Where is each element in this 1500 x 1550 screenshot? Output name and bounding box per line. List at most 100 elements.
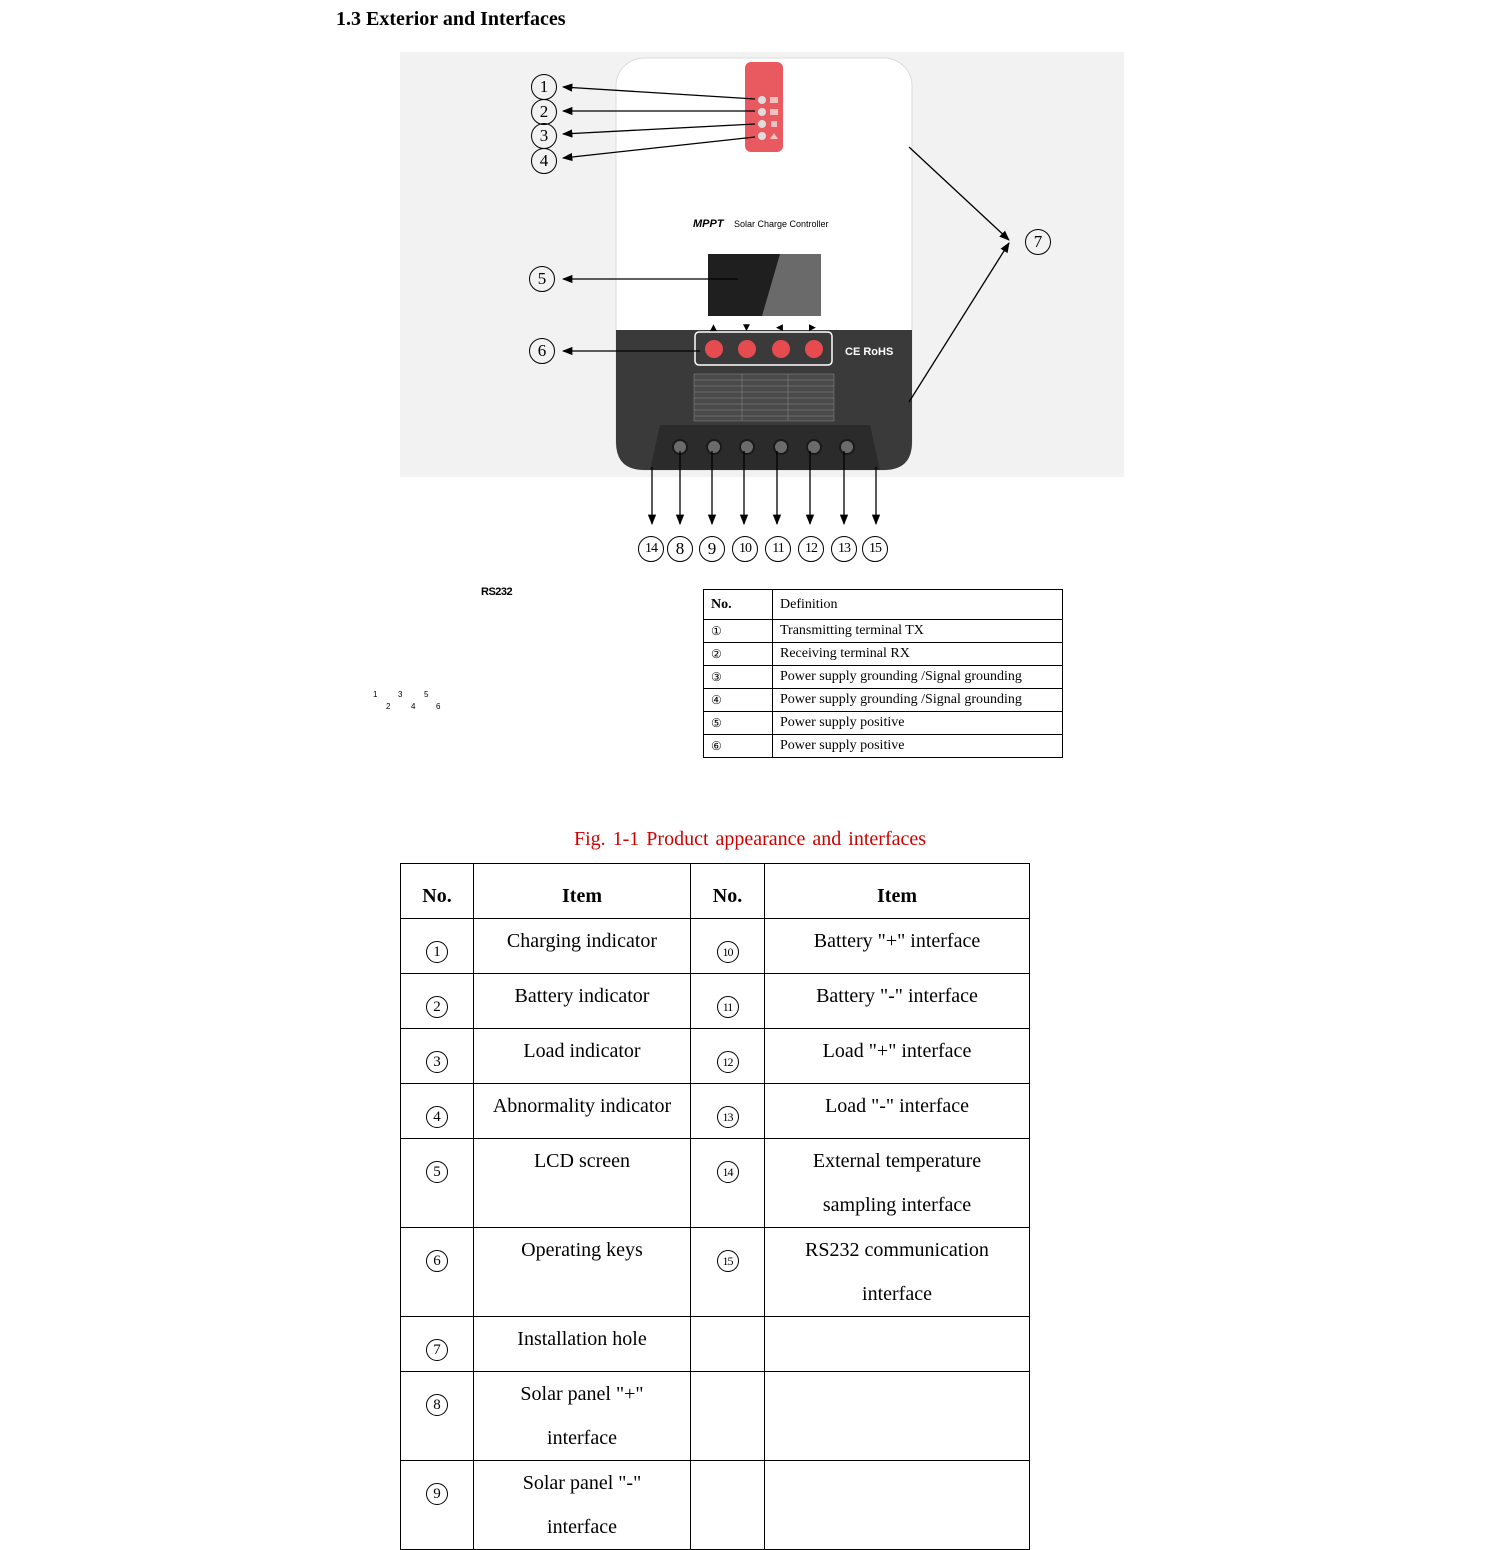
item-name-line: interface	[547, 1427, 617, 1449]
item-name-left: Battery indicator	[473, 973, 691, 1029]
item-number-right: 15	[690, 1227, 765, 1317]
item-name-left: Solar panel "+" interface	[473, 1371, 691, 1461]
item-name-left: Abnormality indicator	[473, 1083, 691, 1139]
item-number-right: 11	[690, 973, 765, 1029]
product-illustration: MPPT Solar Charge Controller ▲ ▼ ◀ ▶ CE …	[561, 57, 1010, 526]
pin-definition: Power supply positive	[772, 711, 1063, 735]
key-up	[705, 340, 723, 358]
items-table-header: No. Item No. Item	[400, 863, 1030, 919]
item-number-badge: 12	[716, 1051, 739, 1074]
item-name-line: RS232 communication	[805, 1239, 989, 1261]
table-row: 3 Load indicator 12 Load "+" interface	[400, 1028, 1030, 1084]
rs232-pin: 2	[386, 702, 391, 711]
load-led-icon	[771, 121, 777, 127]
item-number-left: 4	[400, 1083, 474, 1139]
item-number-right: 13	[690, 1083, 765, 1139]
pin-no: ①	[703, 619, 773, 643]
key-right	[805, 340, 823, 358]
callout-14: 14	[638, 536, 664, 562]
item-name-line: Solar panel "+"	[520, 1383, 644, 1405]
terminal-battery-minus	[773, 439, 789, 455]
key-left	[772, 340, 790, 358]
table-row: 7 Installation hole	[400, 1316, 1030, 1372]
key-right-arrow: ▶	[809, 323, 816, 333]
indicator-panel	[745, 62, 783, 152]
pin-no: ③	[703, 665, 773, 689]
rs232-pin: 6	[436, 702, 441, 711]
callout-11: 11	[765, 536, 791, 562]
item-name-left: Installation hole	[473, 1316, 691, 1372]
item-number-badge: 1	[426, 941, 448, 964]
key-down	[738, 340, 756, 358]
item-number-badge: 6	[426, 1250, 448, 1273]
item-name-line: Battery "-" interface	[816, 985, 978, 1007]
callout-13: 13	[831, 536, 857, 562]
item-name-right: Battery "+" interface	[764, 918, 1030, 974]
rs232-pin: 1	[373, 690, 378, 699]
item-name-left: Load indicator	[473, 1028, 691, 1084]
item-name-left: LCD screen	[473, 1138, 691, 1228]
section-heading: 1.3 Exterior and Interfaces	[336, 8, 566, 30]
pin-no: ⑥	[703, 734, 773, 758]
item-number-badge: 7	[426, 1339, 448, 1362]
item-number-left: 5	[400, 1138, 474, 1228]
pin-table-header: No. Definition	[703, 589, 1063, 620]
terminal-load-minus	[839, 439, 855, 455]
item-number-badge: 4	[426, 1106, 448, 1129]
header-no-left: No.	[400, 863, 474, 919]
battery-led	[758, 108, 766, 116]
callout-3: 3	[531, 123, 557, 149]
lcd-glare	[762, 254, 821, 316]
brand-label: MPPT	[693, 218, 725, 230]
item-name-left: Charging indicator	[473, 918, 691, 974]
terminal-battery-plus	[739, 439, 755, 455]
item-name-line: Solar panel "-"	[522, 1472, 642, 1494]
item-name-right: Battery "-" interface	[764, 973, 1030, 1029]
terminal-bay	[650, 425, 880, 470]
item-number-badge: 10	[716, 941, 739, 964]
product-label: Solar Charge Controller	[734, 219, 829, 229]
item-number-right: 14	[690, 1138, 765, 1228]
pin-definition: Receiving terminal RX	[772, 642, 1063, 666]
callout-arrows	[561, 83, 1010, 526]
item-name-line: External temperature	[812, 1150, 982, 1172]
item-name-line: Abnormality indicator	[492, 1095, 672, 1117]
terminal-solar-minus	[706, 439, 722, 455]
terminal-load-plus	[806, 439, 822, 455]
item-name-line: LCD screen	[533, 1150, 631, 1172]
item-number-right	[690, 1371, 765, 1461]
item-name-right: Load "+" interface	[764, 1028, 1030, 1084]
header-item-left: Item	[473, 863, 691, 919]
callout-9: 9	[699, 536, 725, 562]
item-number-badge: 11	[716, 996, 739, 1019]
rs232-label: RS232	[481, 586, 513, 598]
item-number-right: 10	[690, 918, 765, 974]
rs232-pin-labels: 1 2 3 4 5 6	[368, 690, 448, 714]
item-name-right	[764, 1316, 1030, 1372]
charging-led-icon	[770, 97, 778, 103]
item-name-right: Load "-" interface	[764, 1083, 1030, 1139]
rs232-pin: 4	[411, 702, 416, 711]
item-number-left: 3	[400, 1028, 474, 1084]
item-number-badge: 13	[716, 1106, 739, 1129]
item-number-right: 12	[690, 1028, 765, 1084]
spec-label	[693, 373, 835, 422]
warning-led-icon	[770, 133, 778, 139]
item-name-line: Battery "+" interface	[813, 930, 981, 952]
item-name-right	[764, 1371, 1030, 1461]
table-row: 4 Abnormality indicator 13 Load "-" interfa…	[400, 1083, 1030, 1139]
item-name-line: Load indicator	[523, 1040, 641, 1062]
pin-table-header-no: No.	[703, 589, 773, 620]
item-number-badge: 5	[426, 1161, 448, 1184]
item-name-line: Installation hole	[517, 1328, 647, 1350]
